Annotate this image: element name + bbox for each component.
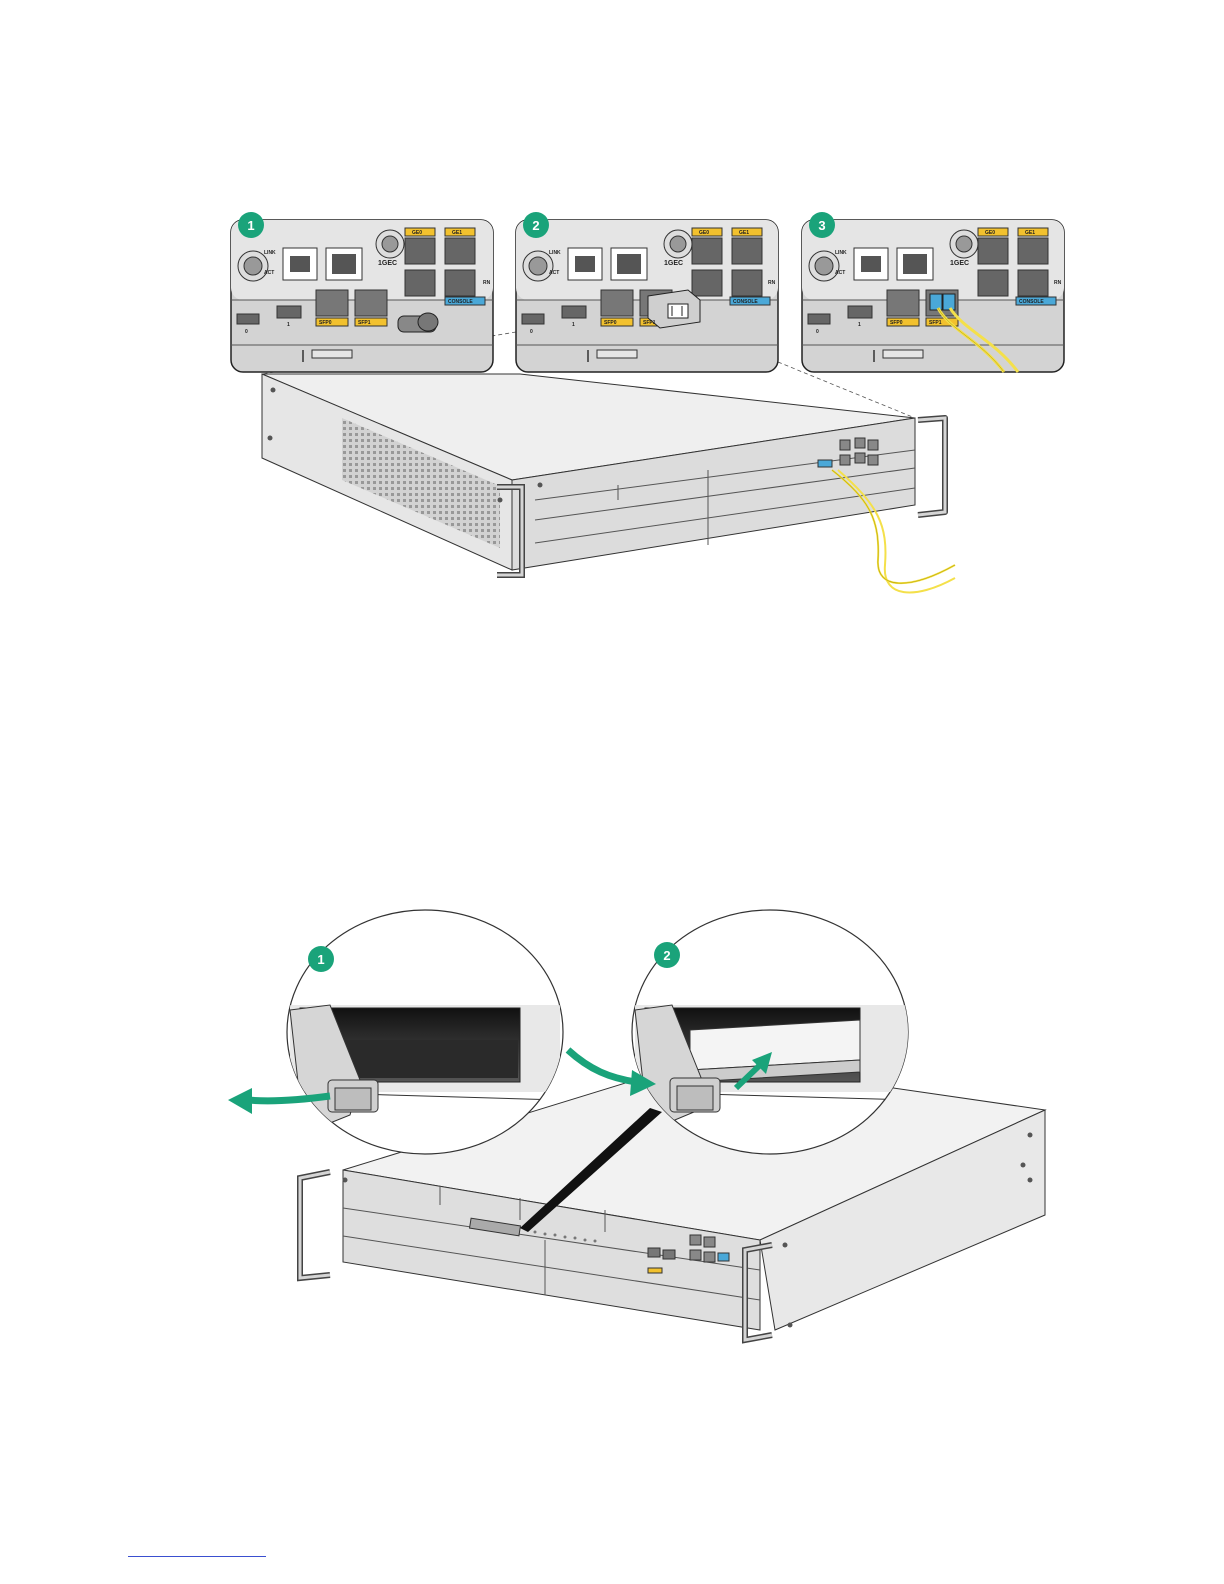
step-badge-3: 3	[809, 212, 835, 238]
link-label-p1: LINK	[264, 250, 276, 256]
ge0-label-p2: GE0	[699, 230, 709, 236]
detail-panel-step-3: SFP0 SFP1 GE0 GE1 CONSOLE LINK ACT 1GEC …	[802, 212, 1064, 372]
link-label-p3: LINK	[835, 250, 847, 256]
svg-text:3: 3	[818, 218, 825, 233]
svg-text:1: 1	[247, 218, 254, 233]
detail-panel-step-1: SFP0 SFP1 GE0 GE1 CONSOLE LINK ACT 1GEC …	[231, 212, 493, 372]
sfp0-label-p3: SFP0	[890, 320, 903, 326]
step-badge-1: 1	[238, 212, 264, 238]
rn-label-p3: RN	[1054, 280, 1062, 286]
detail-circle-step-2: 2	[632, 910, 910, 1154]
step-badge-fig2-2: 2	[654, 942, 680, 968]
sfp1-label-p3: SFP1	[929, 320, 942, 326]
ge0-label-p1: GE0	[412, 230, 422, 236]
detail-circle-step-1: 1	[287, 910, 563, 1154]
sfp1-label-p1: SFP1	[358, 320, 371, 326]
usb0-label-p2: 0	[530, 329, 533, 335]
usb1-label-p3: 1	[858, 322, 861, 328]
rn-label-p1: RN	[483, 280, 491, 286]
slot-id-label-p1: 1GEC	[378, 260, 397, 267]
act-label-p3: ACT	[835, 270, 845, 276]
usb1-label-p2: 1	[572, 322, 575, 328]
rn-label-p2: RN	[768, 280, 776, 286]
slot-id-label-p3: 1GEC	[950, 260, 969, 267]
sfp1-label-p2: SFP1	[643, 320, 656, 326]
sfp0-label-p1: SFP0	[319, 320, 332, 326]
console-label-p3: CONSOLE	[1019, 299, 1044, 305]
svg-text:1: 1	[317, 952, 324, 967]
act-label-p1: ACT	[264, 270, 274, 276]
link-label-p2: LINK	[549, 250, 561, 256]
usb1-label-p1: 1	[287, 322, 290, 328]
slot-id-label-p2: 1GEC	[664, 260, 683, 267]
usb0-label-p3: 0	[816, 329, 819, 335]
figure-1-install-sfp-module: SFP0 SFP1 GE0 GE1 CONSOLE LINK ACT 1GEC …	[231, 212, 1064, 593]
ge1-label-p3: GE1	[1025, 230, 1035, 236]
step-badge-2: 2	[523, 212, 549, 238]
ge1-label-p2: GE1	[739, 230, 749, 236]
sfp0-label-p2: SFP0	[604, 320, 617, 326]
console-label-p1: CONSOLE	[448, 299, 473, 305]
ge0-label-p3: GE0	[985, 230, 995, 236]
ge1-label-p1: GE1	[452, 230, 462, 236]
step-badge-fig2-1: 1	[308, 946, 334, 972]
detail-panel-step-2: SFP0 SFP1 GE0 GE1 CONSOLE LINK ACT 1GEC …	[516, 212, 778, 372]
svg-text:2: 2	[663, 948, 670, 963]
svg-text:2: 2	[532, 218, 539, 233]
act-label-p2: ACT	[549, 270, 559, 276]
footer-link-underline	[128, 1556, 266, 1557]
console-label-p2: CONSOLE	[733, 299, 758, 305]
usb0-label-p1: 0	[245, 329, 248, 335]
figure-2-install-module: 1 2	[228, 910, 1045, 1340]
